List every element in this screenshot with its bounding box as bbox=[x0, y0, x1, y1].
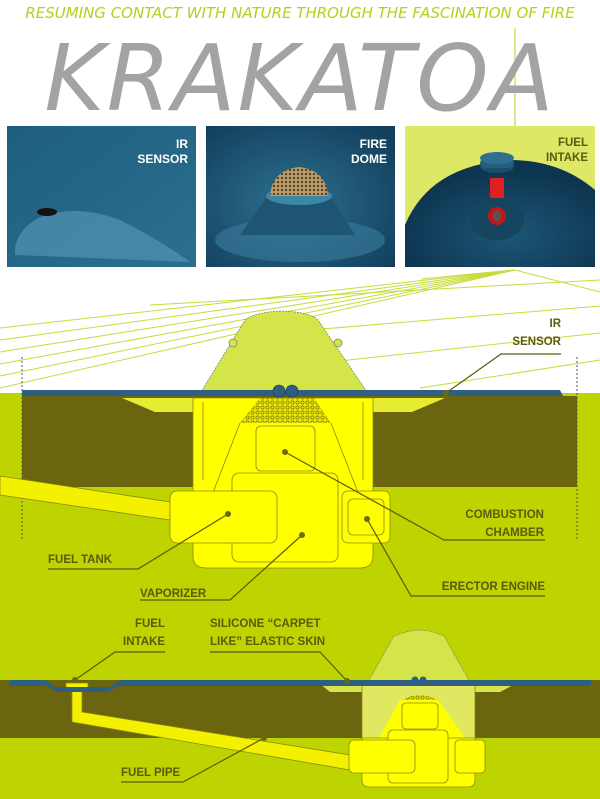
label-fuel-tank: FUEL TANK bbox=[48, 554, 113, 566]
spring-icon bbox=[490, 178, 504, 198]
elastic-skin bbox=[10, 680, 591, 692]
label-combustion-chamber: CHAMBER bbox=[485, 527, 544, 539]
ir-sensor-lens-icon bbox=[37, 208, 57, 216]
label-fuel-intake: FUEL bbox=[135, 618, 165, 630]
combustion-chamber bbox=[255, 425, 316, 472]
photo-label: SENSOR bbox=[137, 152, 188, 166]
label-ir-sensor: SENSOR bbox=[512, 336, 561, 348]
photo-ir-sensor: IR SENSOR bbox=[7, 126, 196, 267]
label-silicone-skin: SILICONE “CARPET bbox=[210, 618, 321, 630]
poster-title: KRAKATOA bbox=[44, 25, 555, 132]
main-cross-section: IR SENSOR COMBUSTION CHAMBER FUEL TANK V… bbox=[0, 269, 600, 601]
photo-label: DOME bbox=[351, 152, 387, 166]
label-erector-engine: ERECTOR ENGINE bbox=[442, 581, 546, 593]
photo-label: INTAKE bbox=[546, 152, 588, 164]
photo-label: FUEL bbox=[558, 137, 588, 149]
label-silicone-skin: LIKE” ELASTIC SKIN bbox=[210, 636, 325, 648]
label-fuel-pipe: FUEL PIPE bbox=[121, 767, 181, 779]
burner-mesh bbox=[240, 398, 331, 423]
ir-sensor-node bbox=[285, 384, 299, 398]
label-fuel-intake: INTAKE bbox=[123, 636, 165, 648]
photo-label: IR bbox=[176, 137, 188, 151]
photo-label: FIRE bbox=[360, 137, 387, 151]
photo-fuel-intake: FUEL INTAKE bbox=[405, 126, 595, 267]
label-combustion-chamber: COMBUSTION bbox=[465, 509, 544, 521]
poster-subtitle: RESUMING CONTACT WITH NATURE THROUGH THE… bbox=[25, 4, 575, 22]
ir-sensor-node bbox=[272, 384, 286, 398]
label-vaporizer: VAPORIZER bbox=[140, 588, 207, 600]
lower-cross-section: FUEL INTAKE SILICONE “CARPET LIKE” ELAST… bbox=[0, 618, 600, 788]
fire-dome-mesh-icon bbox=[270, 167, 328, 196]
fire-dome bbox=[200, 310, 368, 393]
label-ir-sensor: IR bbox=[550, 318, 562, 330]
photo-fire-dome: FIRE DOME bbox=[206, 126, 395, 267]
